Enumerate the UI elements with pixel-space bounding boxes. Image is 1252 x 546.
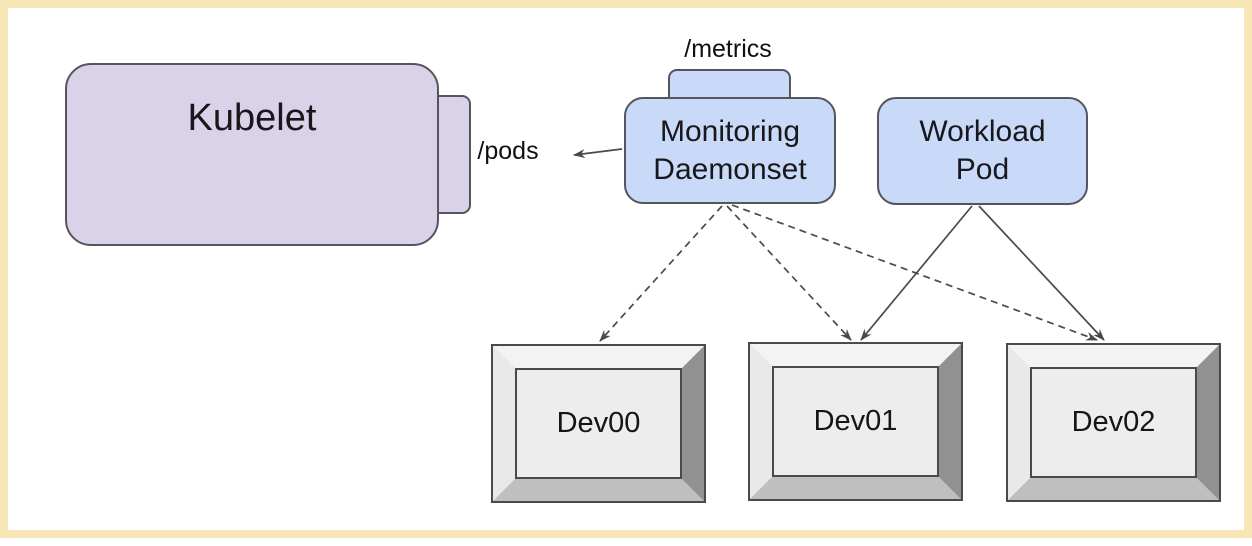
- device-node-dev00: Dev00: [491, 344, 706, 503]
- device-label: Dev00: [556, 407, 641, 439]
- monitoring-daemonset-node: Monitoring Daemonset: [624, 97, 836, 204]
- device-face-dev02: Dev02: [1030, 367, 1197, 478]
- pods-endpoint-label: /pods: [477, 137, 539, 165]
- workload-pod-node: Workload Pod: [877, 97, 1088, 205]
- edge-workload-to-dev01: [860, 205, 973, 341]
- edge-monitoring-to-pods: [573, 148, 623, 159]
- device-face-dev00: Dev00: [515, 368, 682, 479]
- edge-monitoring-to-dev01: [726, 205, 852, 341]
- device-node-dev01: Dev01: [748, 342, 963, 501]
- edge-monitoring-to-dev00: [599, 205, 723, 342]
- metrics-endpoint-label: /metrics: [684, 35, 772, 63]
- edge-workload-to-dev02: [978, 205, 1105, 341]
- kubelet-node: Kubelet: [65, 63, 439, 246]
- device-node-dev02: Dev02: [1006, 343, 1221, 502]
- device-label: Dev01: [813, 405, 898, 437]
- diagram-stage: Kubelet /pods /metrics Monitoring Daemon…: [8, 8, 1244, 530]
- edge-monitoring-to-dev02: [731, 204, 1098, 341]
- kubelet-node-label: Kubelet: [187, 97, 317, 139]
- device-face-dev01: Dev01: [772, 366, 939, 477]
- workload-pod-label: Workload Pod: [919, 115, 1046, 186]
- monitoring-daemonset-label: Monitoring Daemonset: [653, 114, 807, 186]
- device-label: Dev02: [1071, 406, 1156, 438]
